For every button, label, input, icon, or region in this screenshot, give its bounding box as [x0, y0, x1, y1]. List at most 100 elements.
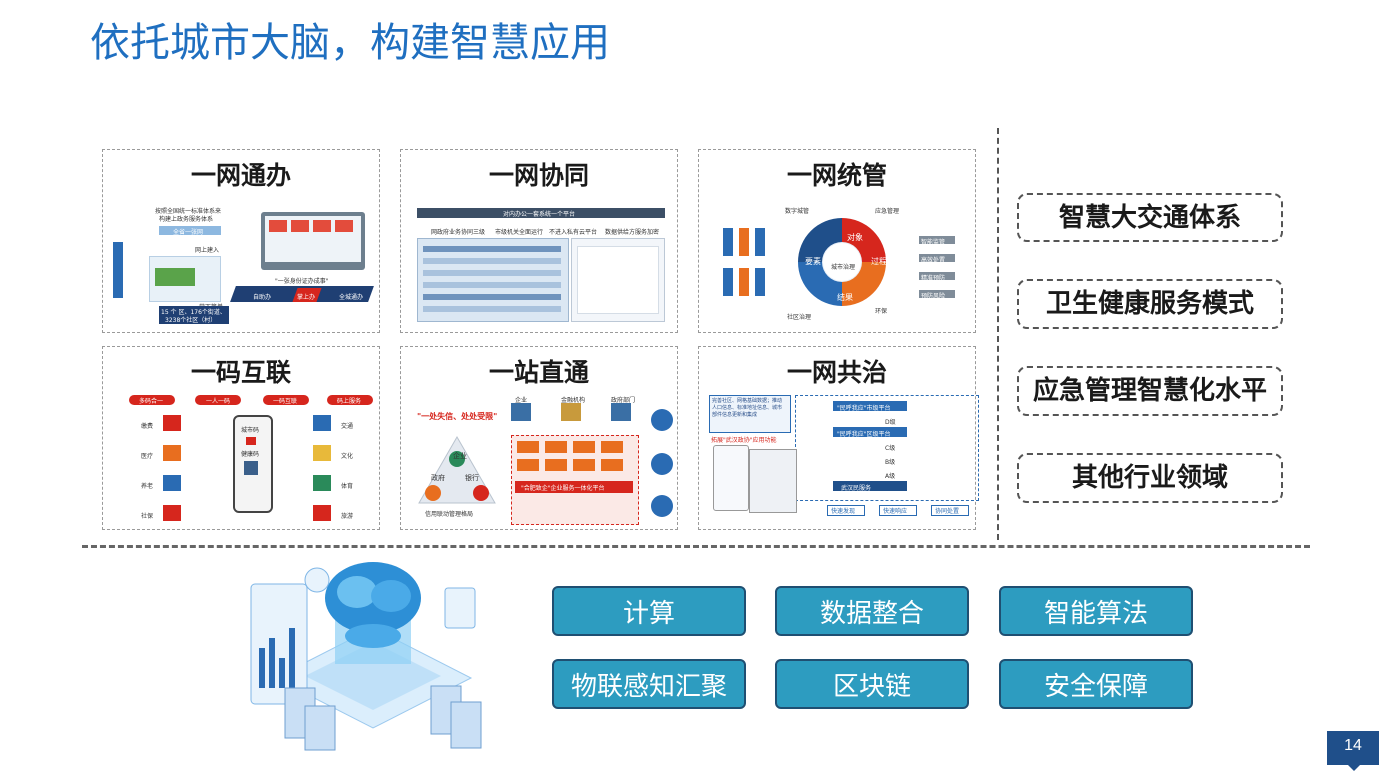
result-tag — [919, 236, 955, 244]
right-label: 交通 — [341, 423, 354, 430]
platform-tile — [517, 441, 539, 453]
qr-code — [244, 461, 258, 475]
tag-block — [755, 228, 765, 256]
ring-center: 城市治理 — [831, 264, 856, 271]
platform-tile — [517, 459, 539, 471]
platform-text: "民呼我应"市级平台 — [837, 405, 891, 412]
left-label: 缴费 — [141, 423, 154, 430]
banner-text: 对内办公一套系统一个平台 — [503, 211, 576, 218]
tag-block — [723, 268, 733, 296]
side-item-health[interactable]: 卫生健康服务模式 — [1017, 279, 1283, 329]
city-brain-illustration — [250, 562, 482, 751]
tag-block — [723, 228, 733, 256]
vertical-divider — [997, 128, 999, 540]
side-item-emergency[interactable]: 应急管理智慧化水平 — [1017, 366, 1283, 416]
tri-label: 企业 — [453, 452, 467, 460]
header-pill — [129, 395, 175, 405]
pill-text: 网政府业务协同三级 — [431, 229, 486, 236]
result-text: 精准预防 — [921, 275, 946, 282]
page-number-badge: 14 — [1327, 731, 1379, 771]
card-illustration: 对内办公一套系统一个平台 网政府业务协同三级 市级机关全面运行 不进入私有云平台… — [411, 198, 667, 324]
card-title: 一码互联 — [190, 358, 291, 387]
stats-block — [159, 306, 229, 324]
card-title: 一网统管 — [786, 161, 887, 190]
result-tag — [919, 290, 955, 298]
tech-button-blockchain[interactable]: 区块链 — [775, 659, 969, 709]
platform-bar — [833, 481, 907, 491]
service-icon — [163, 445, 181, 461]
caption-text: 构建上政务服务体系 — [159, 216, 214, 223]
tech-button-security[interactable]: 安全保障 — [999, 659, 1193, 709]
tech-button-compute[interactable]: 计算 — [552, 586, 746, 636]
caption-text: 按照全国统一标准体系来 — [155, 208, 222, 215]
platform-tile — [573, 459, 595, 471]
pill-text: 市级机关全面运行 — [495, 229, 544, 236]
tech-button-data-integration[interactable]: 数据整合 — [775, 586, 969, 636]
header-pill — [195, 395, 241, 405]
card-yiwang-tongguan[interactable]: 一网统管 数字城管 应急管理 社区治理 环保 对象 要素 过程 结果 城市治理 … — [698, 149, 976, 333]
slogan-text: "一处失信、处处受限" — [417, 412, 498, 421]
card-illustration: "一处失信、处处受限" 企业 金融机构 政府部门 企业 政府 银行 信用联动管理… — [411, 395, 673, 525]
card-title: 一网通办 — [190, 161, 291, 190]
tri-label: 银行 — [465, 474, 479, 482]
diagram-row — [423, 258, 561, 264]
bottom-text: 快速响应 — [883, 508, 908, 515]
stats-text: 3238个社区（村） — [165, 317, 217, 324]
banner-block — [417, 208, 665, 218]
ring-diagram — [798, 218, 886, 306]
card-illustration: 数字城管 应急管理 社区治理 环保 对象 要素 过程 结果 城市治理 智能监管 … — [709, 198, 965, 324]
diagram-row — [423, 246, 561, 252]
map-screenshot — [749, 449, 797, 513]
level-text: C级 — [885, 445, 896, 452]
page-title: 依托城市大脑，构建智慧应用 — [90, 20, 610, 66]
tech-button-algorithm[interactable]: 智能算法 — [999, 586, 1193, 636]
card-yizhan-zhitong[interactable]: 一站直通 "一处失信、处处受限" 企业 金融机构 政府部门 企业 政府 银行 信… — [400, 346, 678, 530]
service-icon — [313, 415, 331, 431]
card-yiwang-gongzhi[interactable]: 一网共治 完善社区、网格基础数据；推动人口信息、标准地址信息、城市部件信息更新和… — [698, 346, 979, 530]
ring-label: 过程 — [871, 257, 887, 266]
bottom-text: 协同处置 — [935, 508, 960, 515]
feature-circle — [651, 453, 673, 475]
ring-label: 要素 — [805, 257, 821, 266]
right-label: 体育 — [341, 483, 354, 490]
screenshot-window — [577, 246, 659, 314]
platform-tile — [601, 459, 623, 471]
side-item-other[interactable]: 其他行业领域 — [1017, 453, 1283, 503]
diagram-row — [423, 294, 561, 300]
result-tag — [919, 272, 955, 280]
platform-bar — [833, 401, 907, 411]
platform-text: 武汉民服务 — [841, 485, 872, 492]
platform-tile — [573, 441, 595, 453]
node-icon — [611, 403, 631, 421]
side-bar — [113, 242, 123, 298]
card-illustration: 多码合一 一人一码 一码互联 码上服务 缴费 医疗 养老 社保 城市码 健康码 … — [113, 395, 373, 521]
caption-text: "一张身份证办成事" — [275, 278, 329, 285]
side-item-traffic[interactable]: 智慧大交通体系 — [1017, 193, 1283, 242]
caption-text: 网上建入 — [195, 247, 220, 254]
result-text: 高效处置 — [921, 257, 946, 264]
header-text: 一码互联 — [273, 398, 298, 405]
card-title: 一网共治 — [786, 358, 887, 387]
card-yiwang-tongban[interactable]: 一网通办 按照全国统一标准体系来 构建上政务服务体系 全省一张网 网上建入 掌下… — [102, 149, 380, 333]
tech-button-iot[interactable]: 物联感知汇聚 — [552, 659, 746, 709]
header-text: 码上服务 — [337, 398, 362, 405]
tag-text: 应急管理 — [875, 208, 900, 215]
horizontal-divider — [82, 545, 1310, 548]
card-yiwang-xietong[interactable]: 一网协同 对内办公一套系统一个平台 网政府业务协同三级 市级机关全面运行 不进入… — [400, 149, 678, 333]
card-title: 一网协同 — [488, 161, 589, 190]
card-yima-hulian[interactable]: 一码互联 多码合一 一人一码 一码互联 码上服务 缴费 医疗 养老 社保 城市码… — [102, 346, 380, 530]
bottom-tag — [827, 505, 865, 516]
diagram-row — [423, 282, 561, 288]
app-tile — [335, 220, 353, 232]
pill-text: 数据供给方服务加密 — [605, 229, 660, 236]
step-label: 自助办 — [253, 294, 272, 301]
header-text: 一人一码 — [206, 398, 231, 405]
platform-tile — [545, 441, 567, 453]
tag-block — [739, 228, 749, 256]
left-label: 医疗 — [141, 453, 154, 460]
left-label: 养老 — [141, 483, 154, 490]
banner-block — [159, 226, 221, 235]
node-label: 政府部门 — [611, 397, 636, 404]
card-illustration: 按照全国统一标准体系来 构建上政务服务体系 全省一张网 网上建入 掌下篇单 "一… — [113, 198, 374, 324]
diagram-row — [423, 270, 561, 276]
